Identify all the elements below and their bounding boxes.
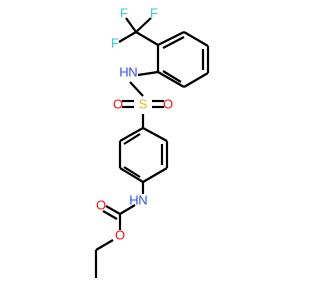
bond-nh-to-s — [129, 81, 144, 97]
sulfur-atom-label: S — [139, 96, 148, 111]
bond-c-o-double-b — [102, 210, 118, 220]
bond-c-o-double-a — [105, 205, 121, 215]
bond-c-f-top-left — [125, 17, 137, 33]
sulfonyl-oxygen-right-label: O — [163, 96, 173, 111]
fluorine-atom-label: F — [120, 5, 128, 20]
bond-ring2-d — [119, 167, 144, 183]
sulfonyl-oxygen-left-label: O — [113, 96, 123, 111]
bond-ring1-a — [157, 31, 185, 46]
bond-ring1-double-bottom — [162, 70, 182, 83]
bond-layer — [94, 17, 210, 278]
bond-nh-to-carbonyl — [119, 204, 136, 215]
molecule-canvas: F F F H N O S O N H O O — [94, 5, 210, 278]
bond-c-f-left — [118, 31, 137, 43]
bond-ring2-double-bottom-left — [123, 166, 141, 178]
bond-ring1-e — [157, 71, 185, 88]
carbonyl-oxygen-label: O — [96, 197, 106, 212]
fluorine-atom-label: F — [150, 5, 158, 20]
bond-ring2-c — [142, 167, 168, 183]
bond-ring2-f — [119, 127, 144, 142]
ester-oxygen-label: O — [115, 227, 125, 242]
bond-ring1-double-top — [162, 36, 185, 49]
bond-ring2-double-top-left — [123, 133, 141, 145]
carbamate-hydrogen-label: H — [129, 192, 138, 207]
bond-ring1-to-nh — [137, 70, 159, 77]
carbamate-nitrogen-label: N — [138, 192, 147, 207]
sulfonamide-hydrogen-label: H — [119, 64, 128, 79]
bond-ring1-b — [183, 31, 209, 47]
atom-label-layer: F F F H N O S O N H O O — [96, 5, 173, 242]
bond-o-to-ch2 — [95, 239, 114, 251]
bond-c-f-top-right — [135, 17, 152, 33]
bond-ring2-a — [142, 127, 168, 142]
molecule-structure: F F F H N O S O N H O O — [94, 5, 210, 278]
fluorine-atom-label: F — [111, 35, 119, 50]
bond-cf3-to-ring — [135, 31, 159, 46]
sulfonamide-nitrogen-label: N — [128, 64, 137, 79]
bond-ring1-d — [183, 72, 209, 88]
